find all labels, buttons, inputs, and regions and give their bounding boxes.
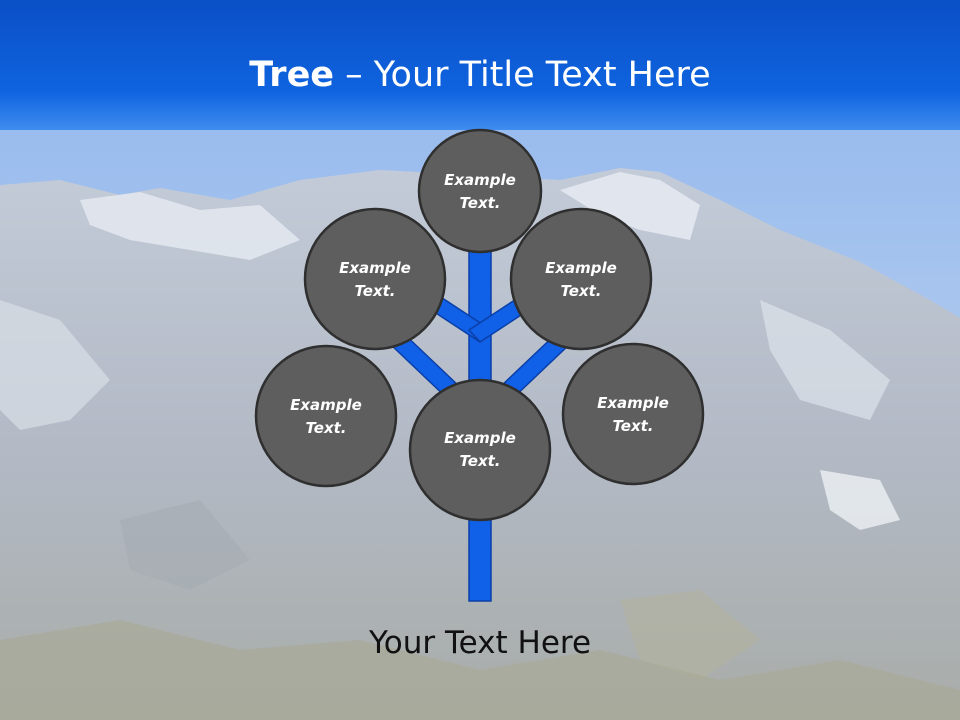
node-top: Example Text. <box>417 128 543 254</box>
node-label-line1: Example <box>444 429 516 447</box>
footer-text: Your Text Here <box>368 625 592 661</box>
node-center: Example Text. <box>408 378 552 522</box>
node-label-line1: Example <box>444 171 516 189</box>
node-label-line2: Text. <box>459 194 500 212</box>
node-label-line2: Text. <box>560 282 601 300</box>
node-label-line1: Example <box>290 396 362 414</box>
node-upper-left: Example Text. <box>303 207 447 351</box>
node-label-line1: Example <box>545 259 617 277</box>
title-bold: Tree <box>249 55 335 95</box>
node-lower-left: Example Text. <box>254 344 398 488</box>
node-upper-right: Example Text. <box>509 207 653 351</box>
node-label-line2: Text. <box>612 417 653 435</box>
title-rest: – Your Title Text Here <box>334 55 711 95</box>
node-label-line1: Example <box>597 394 669 412</box>
node-label-line2: Text. <box>305 419 346 437</box>
node-label-line2: Text. <box>354 282 395 300</box>
node-label-line1: Example <box>339 259 411 277</box>
slide-title: Tree – Your Title Text Here <box>0 52 960 98</box>
node-label-line2: Text. <box>459 452 500 470</box>
node-lower-right: Example Text. <box>561 342 705 486</box>
title-bar: Tree – Your Title Text Here <box>0 0 960 130</box>
